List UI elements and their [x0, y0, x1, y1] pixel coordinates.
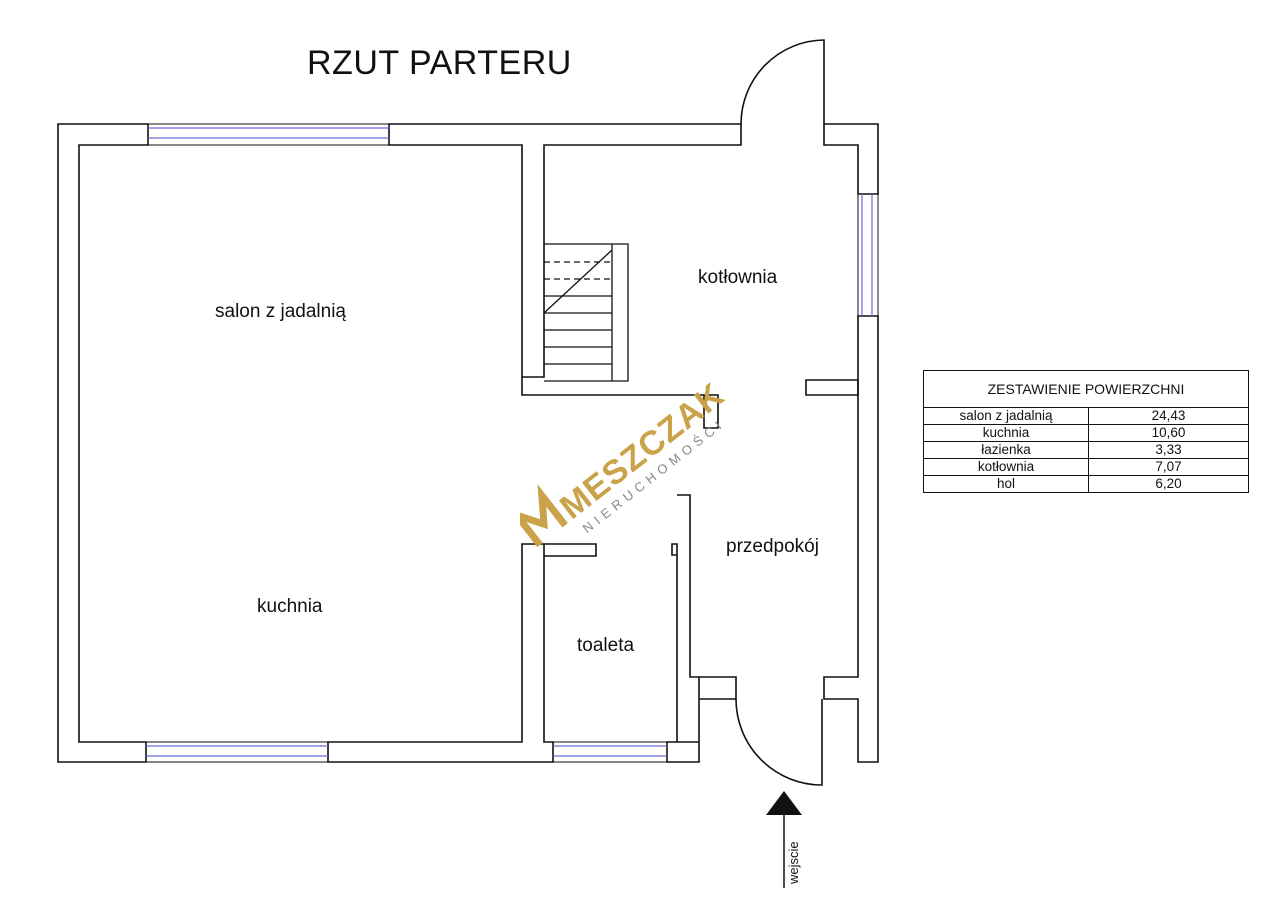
window-bottom-wc [553, 745, 667, 757]
plan-title: RZUT PARTERU [307, 44, 572, 82]
entrance-label: wejscie [786, 841, 801, 884]
room-label-kotlownia: kotłownia [698, 267, 778, 288]
outer-wall-bottom-mid [327, 543, 554, 763]
walls [57, 123, 879, 763]
door-top [740, 39, 825, 125]
door-entrance [735, 698, 823, 786]
outer-wall-left [57, 123, 149, 763]
outer-wall-bottom-right [666, 543, 737, 763]
entrance-arrow [766, 791, 802, 888]
area-value: 6,20 [1088, 475, 1249, 493]
area-name: kotłownia [923, 458, 1089, 476]
outer-wall-top [388, 123, 742, 378]
area-value: 7,07 [1088, 458, 1249, 476]
inner-wall-wc-door [544, 543, 597, 557]
area-table-header: ZESTAWIENIE POWIERZCHNI [923, 370, 1249, 408]
area-name: łazienka [923, 441, 1089, 459]
stairs [543, 243, 629, 382]
room-label-kuchnia: kuchnia [257, 596, 323, 617]
area-name: kuchnia [923, 424, 1089, 442]
inner-wall-partition [677, 494, 699, 678]
area-name: salon z jadalnią [923, 407, 1089, 425]
window-top [148, 127, 389, 139]
inner-wall-hall [805, 379, 859, 396]
inner-wall-stairs [521, 377, 719, 429]
room-label-toaleta: toaleta [577, 635, 635, 656]
area-summary-table: ZESTAWIENIE POWIERZCHNI salon z jadalnią… [923, 370, 1249, 493]
area-name: hol [923, 475, 1089, 493]
area-value: 10,60 [1088, 424, 1249, 442]
windows [146, 127, 873, 757]
area-value: 3,33 [1088, 441, 1249, 459]
outer-wall-right [823, 315, 879, 763]
outer-wall-top-right [823, 123, 879, 195]
area-value: 24,43 [1088, 407, 1249, 425]
doors [735, 39, 825, 786]
room-label-przedpokoj: przedpokój [726, 536, 819, 557]
room-label-salon: salon z jadalnią [215, 301, 346, 322]
window-bottom-left [146, 745, 328, 757]
window-right [861, 194, 873, 316]
